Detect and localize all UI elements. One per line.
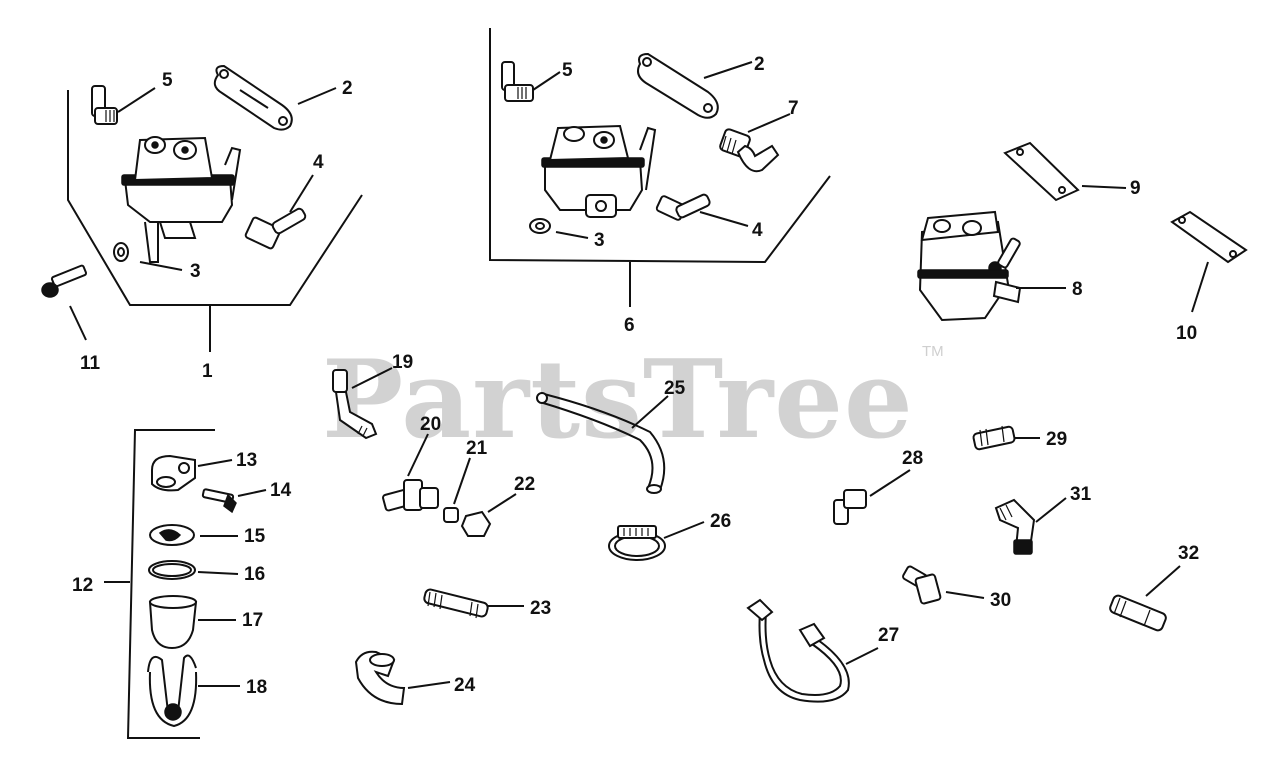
callout-20: 20 — [420, 414, 441, 435]
part-31-bent-fitting[interactable] — [994, 497, 1067, 555]
part-30-elbow[interactable] — [902, 565, 985, 605]
callout-10: 10 — [1176, 323, 1197, 344]
callout-8: 8 — [1072, 279, 1083, 300]
callout-14: 14 — [270, 480, 292, 501]
part-23-stud[interactable] — [423, 588, 524, 619]
callout-32: 32 — [1178, 543, 1199, 564]
callout-30: 30 — [990, 590, 1011, 611]
callout-12: 12 — [72, 575, 93, 596]
callout-15: 15 — [244, 526, 266, 547]
part-2-gasket-middle[interactable] — [637, 52, 753, 119]
part-27-fuel-line[interactable] — [746, 598, 879, 703]
callout-19: 19 — [392, 352, 413, 373]
group-6-bracket — [489, 28, 831, 307]
part-13-filter-head[interactable] — [151, 454, 233, 492]
callout-11: 11 — [80, 353, 101, 374]
callout-1: 1 — [202, 361, 213, 382]
watermark-logo: PartsTree — [322, 337, 914, 463]
part-5-elbow-middle[interactable] — [501, 61, 561, 102]
callout-24: 24 — [454, 675, 476, 696]
callout-4-left: 4 — [313, 152, 324, 173]
callout-28: 28 — [902, 448, 923, 469]
part-26-hose-clamp[interactable] — [608, 521, 705, 561]
part-7-hose-fitting[interactable] — [719, 113, 791, 173]
part-2-gasket-left[interactable] — [213, 64, 337, 131]
callout-16: 16 — [244, 564, 265, 585]
part-22-nut[interactable] — [460, 493, 517, 537]
part-19-bent-tube[interactable] — [332, 367, 393, 440]
callout-21: 21 — [466, 438, 488, 459]
callout-3-middle: 3 — [594, 230, 605, 251]
group-1-bracket — [67, 90, 363, 352]
part-29-nipple[interactable] — [972, 425, 1040, 451]
part-6-fuel-pump[interactable] — [541, 124, 657, 218]
part-3-washer-middle[interactable] — [529, 218, 589, 239]
callout-23: 23 — [530, 598, 551, 619]
callout-5-left: 5 — [162, 70, 173, 91]
watermark-trademark: TM — [922, 343, 944, 360]
part-8-fuel-pump[interactable] — [917, 210, 1066, 322]
callout-3-left: 3 — [190, 261, 201, 282]
part-9-gasket[interactable] — [1003, 141, 1127, 202]
callout-26: 26 — [710, 511, 731, 532]
callout-29: 29 — [1046, 429, 1067, 450]
part-25-fuel-hose[interactable] — [536, 392, 669, 494]
callout-7: 7 — [788, 98, 799, 119]
callout-13: 13 — [236, 450, 257, 471]
part-4-elbow-left[interactable] — [244, 174, 314, 250]
part-10-cover-plate[interactable] — [1170, 210, 1248, 313]
callout-9: 9 — [1130, 178, 1141, 199]
callout-31: 31 — [1070, 484, 1092, 505]
callout-2-left: 2 — [342, 78, 353, 99]
part-21-sleeve[interactable] — [443, 457, 471, 523]
callout-5-middle: 5 — [562, 60, 573, 81]
part-32-hex-nipple[interactable] — [1109, 565, 1181, 632]
part-20-elbow[interactable] — [382, 433, 439, 512]
callout-numbers: 1 2 3 4 5 11 5 2 7 4 3 6 9 8 10 12 13 14… — [72, 54, 1199, 698]
part-14-valve-stem[interactable] — [201, 488, 267, 514]
group-12-bracket — [104, 429, 215, 739]
callout-17: 17 — [242, 610, 263, 631]
callout-22: 22 — [514, 474, 535, 495]
callout-27: 27 — [878, 625, 899, 646]
part-4-elbow-middle[interactable] — [655, 193, 749, 227]
callout-25: 25 — [664, 378, 686, 399]
part-3-washer-left[interactable] — [113, 242, 183, 271]
part-16-o-ring[interactable] — [148, 560, 239, 580]
part-18-bail-clamp[interactable] — [147, 654, 240, 728]
callout-4-middle: 4 — [752, 220, 763, 241]
part-17-filter-bowl[interactable] — [148, 595, 236, 650]
part-11-screw[interactable] — [41, 264, 88, 341]
part-15-disc[interactable] — [149, 524, 238, 546]
part-1-fuel-pump[interactable] — [121, 136, 242, 263]
callout-2-middle: 2 — [754, 54, 765, 75]
callout-18: 18 — [246, 677, 267, 698]
part-24-street-elbow[interactable] — [354, 650, 451, 706]
callout-6: 6 — [624, 315, 635, 336]
part-28-elbow[interactable] — [833, 469, 911, 525]
part-5-elbow-left[interactable] — [91, 85, 156, 125]
